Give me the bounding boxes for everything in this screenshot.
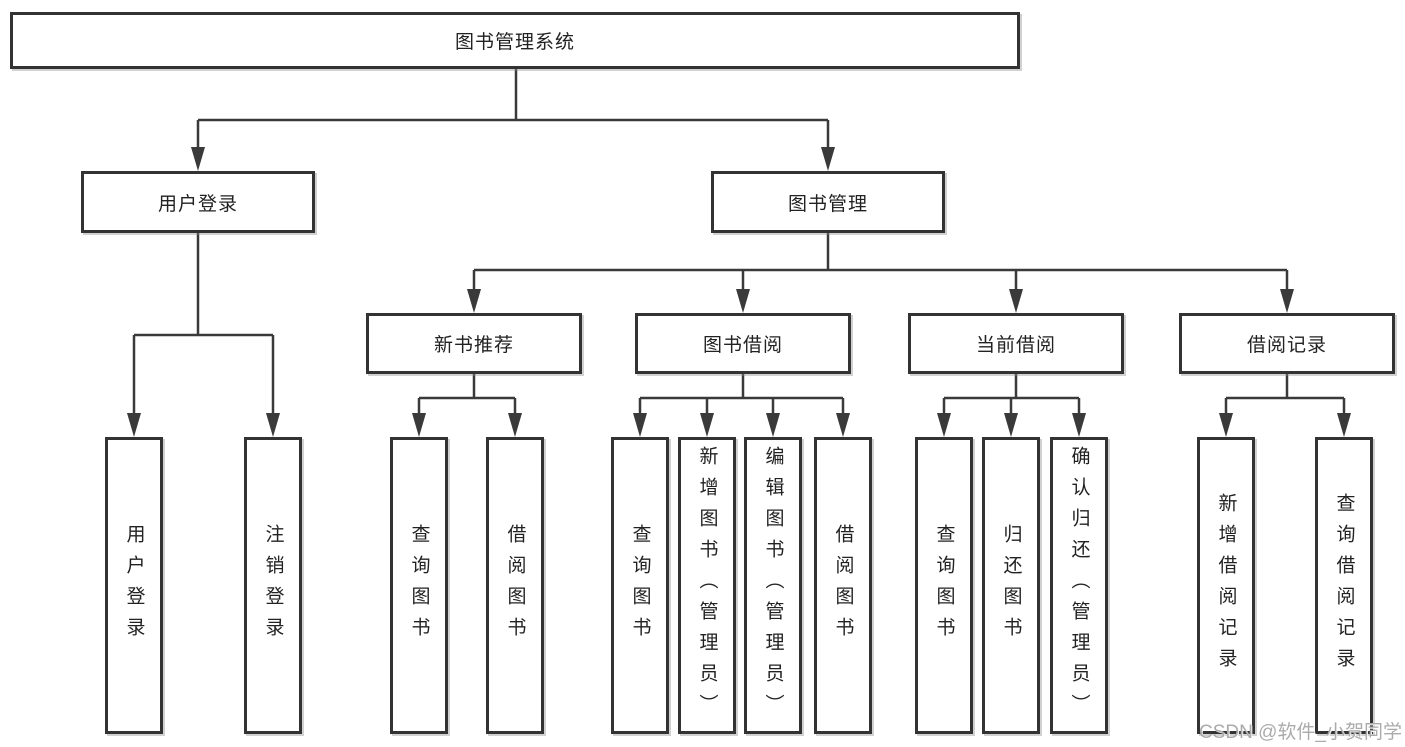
arrowhead [412,413,426,437]
leaf-query-books-recommend-label: 查询图书 [408,523,430,648]
node-book-management: 图书管理 [711,171,945,233]
leaf-edit-books-admin-label: 编辑图书（管理员） [762,446,784,725]
node-book-management-label: 图书管理 [787,193,868,215]
arrowhead [633,413,647,437]
node-current-borrow-label: 当前借阅 [975,335,1056,356]
arrowhead [1009,289,1023,313]
connector-borrow-records-to-leaves [1224,374,1346,415]
arrowhead [766,413,780,437]
leaf-borrow-books: 借阅图书 [814,437,872,734]
leaf-user-login: 用户登录 [105,437,163,734]
leaf-confirm-return-admin-label: 确认归还（管理员） [1068,446,1090,725]
leaf-query-books-borrow-label: 查询图书 [629,523,651,648]
leaf-query-books-current-label: 查询图书 [933,523,955,648]
leaf-add-books-admin: 新增图书（管理员） [678,437,736,734]
connector-current-borrow-to-leaves [942,374,1081,415]
arrowhead [1004,413,1018,437]
connector-new-book-recommend-to-leaves [417,374,517,415]
arrowhead [508,413,522,437]
leaf-query-books-borrow: 查询图书 [611,437,669,734]
arrowhead [836,413,850,437]
node-user-login-label: 用户登录 [157,193,238,215]
leaf-query-books-current: 查询图书 [915,437,973,734]
leaf-edit-books-admin: 编辑图书（管理员） [744,437,802,734]
node-library-system-label: 图书管理系统 [454,32,575,53]
connector-book-borrow-to-leaves [638,374,845,415]
leaf-confirm-return-admin: 确认归还（管理员） [1050,437,1108,734]
leaf-add-borrow-record-label: 新增借阅记录 [1215,492,1237,679]
node-borrow-records-label: 借阅记录 [1246,335,1327,356]
leaf-borrow-books-label: 借阅图书 [832,523,854,648]
node-current-borrow: 当前借阅 [908,313,1124,374]
arrowhead [736,289,750,313]
leaf-logout-label: 注销登录 [262,523,284,648]
arrowhead [1280,289,1294,313]
connector-user-login-to-leaves [132,233,275,415]
arrowhead [1219,413,1233,437]
arrowhead [937,413,951,437]
leaf-borrow-books-recommend-label: 借阅图书 [504,523,526,648]
arrowhead [821,147,835,171]
watermark-text: CSDN @软件_小贺同学 [1199,722,1402,743]
arrowhead [1337,413,1351,437]
leaf-query-books-recommend: 查询图书 [390,437,448,734]
arrowhead [1072,413,1086,437]
connector-book-management-to-level3 [472,233,1289,291]
node-new-book-recommend: 新书推荐 [366,313,582,374]
arrowhead [127,413,141,437]
node-new-book-recommend-label: 新书推荐 [433,335,514,356]
leaf-user-login-label: 用户登录 [123,523,145,648]
arrowhead [467,289,481,313]
node-book-borrow: 图书借阅 [635,313,851,374]
node-borrow-records: 借阅记录 [1179,313,1395,374]
arrowhead [700,413,714,437]
node-user-login: 用户登录 [81,171,315,233]
leaf-query-borrow-record-label: 查询借阅记录 [1333,492,1355,679]
leaf-return-books: 归还图书 [982,437,1040,734]
leaf-return-books-label: 归还图书 [1000,523,1022,648]
arrowhead [191,147,205,171]
leaf-query-borrow-record: 查询借阅记录 [1315,437,1373,734]
connector-root-to-level2 [196,69,830,149]
leaf-add-borrow-record: 新增借阅记录 [1197,437,1255,734]
node-library-system: 图书管理系统 [10,12,1020,69]
leaf-borrow-books-recommend: 借阅图书 [486,437,544,734]
leaf-logout: 注销登录 [244,437,302,734]
leaf-add-books-admin-label: 新增图书（管理员） [696,446,718,725]
node-book-borrow-label: 图书借阅 [702,335,783,356]
arrowhead [266,413,280,437]
